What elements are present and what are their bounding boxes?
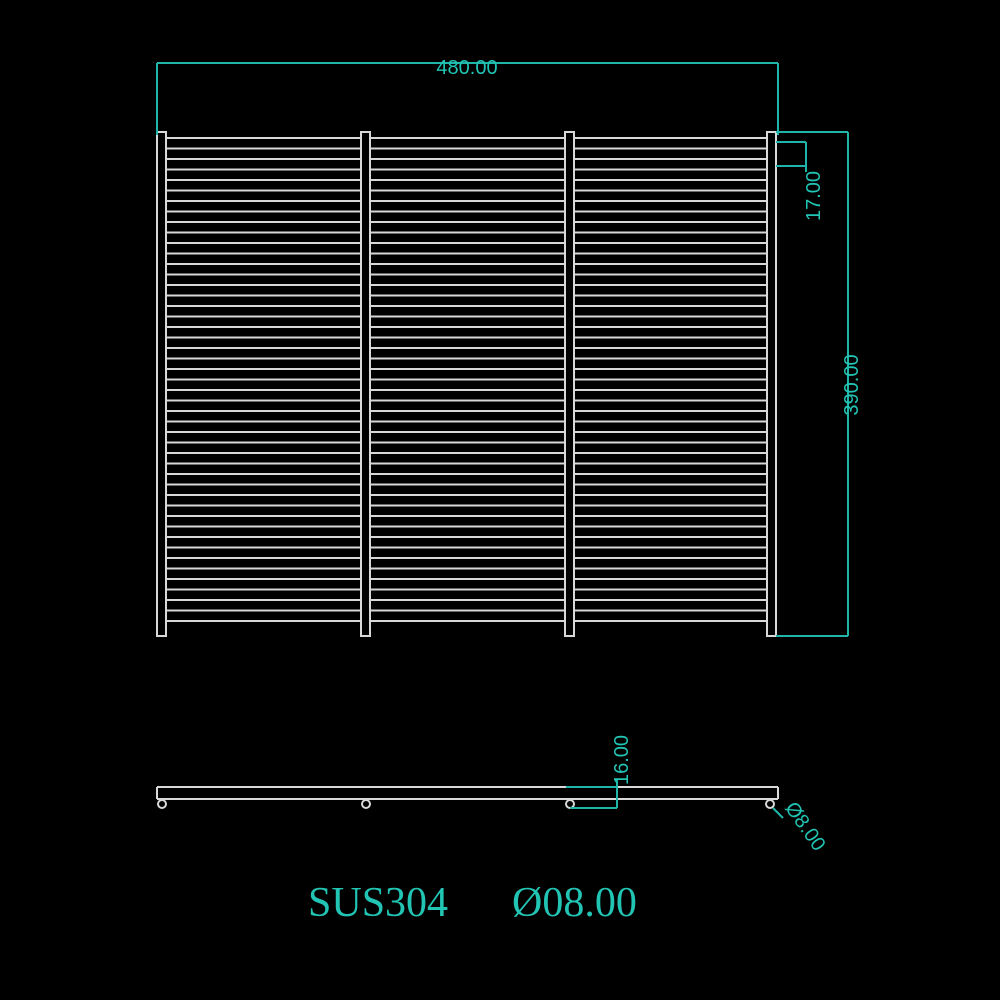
rod-section-1 bbox=[157, 799, 167, 809]
horizontal-bars bbox=[166, 137, 767, 622]
diameter-dimension: Ø8.00 bbox=[772, 798, 830, 855]
material-note: SUS304 bbox=[308, 880, 448, 926]
width-dimension-label: 480.00 bbox=[436, 57, 497, 79]
rod-section-4 bbox=[765, 799, 775, 809]
support-rod-2 bbox=[360, 131, 371, 637]
rod-section-3 bbox=[565, 799, 575, 809]
height-dimension-label: 390.00 bbox=[841, 354, 863, 415]
support-rod-3 bbox=[564, 131, 575, 637]
diameter-label: Ø8.00 bbox=[780, 798, 829, 855]
pitch-dimension: 17.00 bbox=[776, 141, 825, 221]
diameter-note: Ø08.00 bbox=[512, 880, 637, 926]
frame-height-dimension: 16.00 bbox=[566, 735, 633, 809]
frame-height-label: 16.00 bbox=[611, 735, 633, 785]
height-dimension: 390.00 bbox=[776, 131, 863, 637]
pitch-dimension-label: 17.00 bbox=[803, 171, 825, 221]
rod-section-2 bbox=[361, 799, 371, 809]
support-rod-4 bbox=[766, 131, 777, 637]
width-dimension: 480.00 bbox=[156, 57, 779, 135]
plan-view bbox=[156, 131, 777, 637]
side-view bbox=[156, 786, 779, 809]
support-rod-1 bbox=[156, 131, 167, 637]
